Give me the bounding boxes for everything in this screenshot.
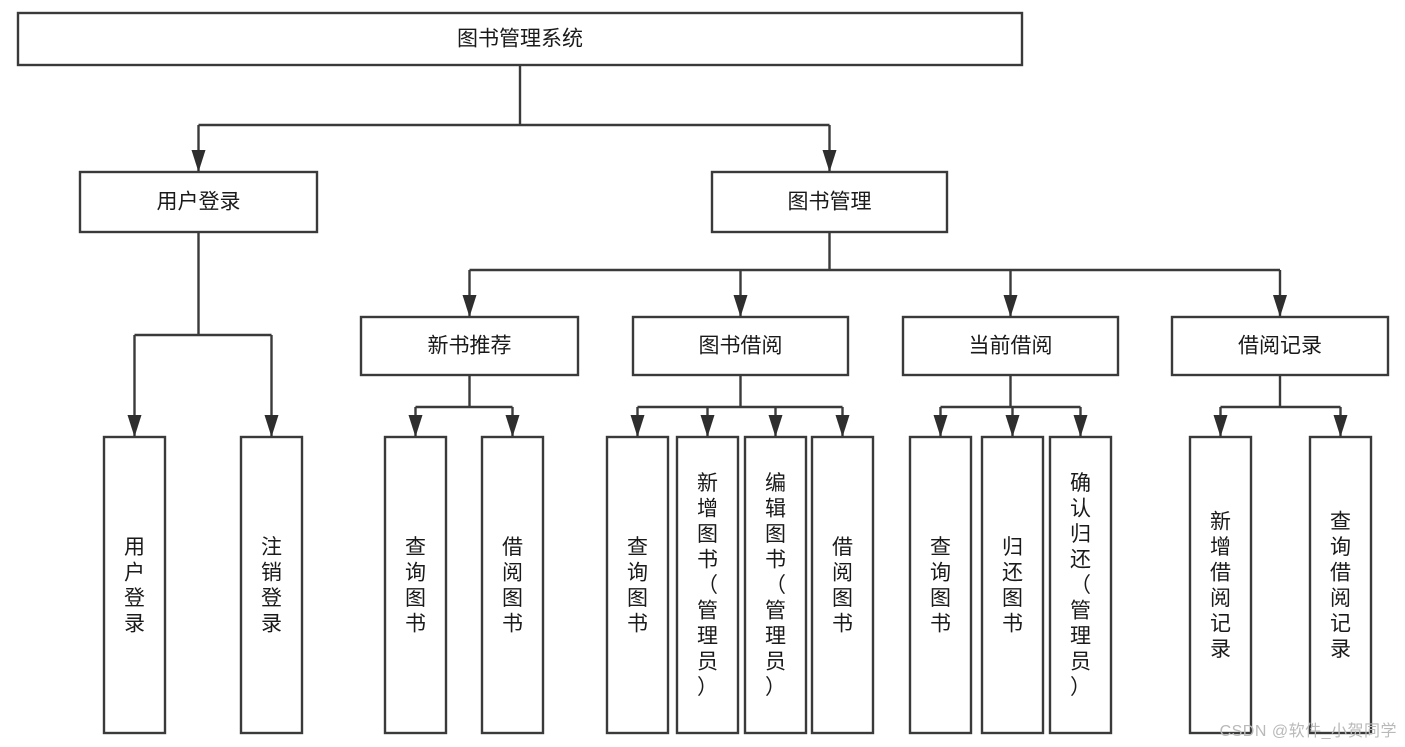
node-borrow-record-label: 借阅记录 bbox=[1238, 335, 1322, 358]
nodes-layer: 图书管理系统用户登录图书管理新书推荐图书借阅当前借阅借阅记录用户登录注销登录查询… bbox=[16, 11, 1390, 735]
node-new-book-recommend-box[interactable] bbox=[359, 315, 580, 377]
node-leaf-user-login-box[interactable] bbox=[102, 435, 167, 735]
node-leaf-query-book-2-label: 查询图书 bbox=[627, 536, 648, 636]
node-book-manage-box[interactable] bbox=[710, 170, 949, 234]
node-leaf-edit-book-label: 编辑图书（管理员） bbox=[765, 472, 786, 699]
node-root[interactable] bbox=[16, 11, 1024, 67]
node-leaf-query-book-3[interactable] bbox=[908, 435, 973, 735]
node-leaf-query-book-3-label: 查询图书 bbox=[930, 536, 951, 636]
node-root-box[interactable] bbox=[16, 11, 1024, 67]
node-leaf-add-record-box[interactable] bbox=[1188, 435, 1253, 735]
node-leaf-return-book[interactable] bbox=[980, 435, 1045, 735]
node-leaf-user-login[interactable] bbox=[102, 435, 167, 735]
node-leaf-query-book-1-box[interactable] bbox=[383, 435, 448, 735]
node-leaf-add-book-label: 新增图书（管理员） bbox=[697, 472, 718, 699]
node-leaf-user-logout[interactable] bbox=[239, 435, 304, 735]
node-new-book-recommend[interactable] bbox=[359, 315, 580, 377]
node-user-login[interactable] bbox=[78, 170, 319, 234]
node-leaf-query-book-3-box[interactable] bbox=[908, 435, 973, 735]
node-leaf-query-book-2-box[interactable] bbox=[605, 435, 670, 735]
node-root-label: 图书管理系统 bbox=[457, 28, 583, 51]
node-leaf-add-record-label: 新增借阅记录 bbox=[1210, 510, 1231, 661]
node-leaf-borrow-book-1-box[interactable] bbox=[480, 435, 545, 735]
node-leaf-confirm-return-label: 确认归还（管理员） bbox=[1070, 472, 1091, 699]
node-leaf-add-book-box[interactable] bbox=[675, 435, 740, 735]
node-leaf-query-book-2[interactable] bbox=[605, 435, 670, 735]
node-leaf-add-book[interactable] bbox=[675, 435, 740, 735]
node-leaf-borrow-book-1[interactable] bbox=[480, 435, 545, 735]
node-leaf-borrow-book-2-label: 借阅图书 bbox=[832, 536, 853, 636]
node-new-book-recommend-label: 新书推荐 bbox=[428, 335, 512, 358]
node-leaf-add-record[interactable] bbox=[1188, 435, 1253, 735]
node-leaf-query-record[interactable] bbox=[1308, 435, 1373, 735]
node-book-manage-label: 图书管理 bbox=[788, 191, 872, 214]
node-leaf-return-book-box[interactable] bbox=[980, 435, 1045, 735]
node-user-login-label: 用户登录 bbox=[157, 191, 241, 214]
node-book-borrow-label: 图书借阅 bbox=[699, 335, 783, 358]
node-leaf-confirm-return[interactable] bbox=[1048, 435, 1113, 735]
node-leaf-borrow-book-2[interactable] bbox=[810, 435, 875, 735]
node-leaf-user-login-label: 用户登录 bbox=[124, 536, 145, 636]
node-current-borrow-box[interactable] bbox=[901, 315, 1120, 377]
node-user-login-box[interactable] bbox=[78, 170, 319, 234]
node-leaf-return-book-label: 归还图书 bbox=[1002, 536, 1023, 636]
node-borrow-record[interactable] bbox=[1170, 315, 1390, 377]
node-book-borrow-box[interactable] bbox=[631, 315, 850, 377]
node-book-borrow[interactable] bbox=[631, 315, 850, 377]
node-leaf-query-record-label: 查询借阅记录 bbox=[1330, 510, 1351, 661]
node-current-borrow[interactable] bbox=[901, 315, 1120, 377]
node-leaf-user-logout-box[interactable] bbox=[239, 435, 304, 735]
node-leaf-query-record-box[interactable] bbox=[1308, 435, 1373, 735]
node-leaf-query-book-1[interactable] bbox=[383, 435, 448, 735]
csdn-watermark: CSDN @软件_小贺同学 bbox=[1219, 723, 1397, 740]
node-current-borrow-label: 当前借阅 bbox=[969, 335, 1053, 358]
node-leaf-borrow-book-1-label: 借阅图书 bbox=[502, 536, 523, 636]
node-borrow-record-box[interactable] bbox=[1170, 315, 1390, 377]
node-leaf-borrow-book-2-box[interactable] bbox=[810, 435, 875, 735]
node-leaf-query-book-1-label: 查询图书 bbox=[405, 536, 426, 636]
node-leaf-edit-book-box[interactable] bbox=[743, 435, 808, 735]
connectors-layer bbox=[133, 65, 1342, 437]
node-leaf-user-logout-label: 注销登录 bbox=[261, 536, 282, 636]
node-leaf-edit-book[interactable] bbox=[743, 435, 808, 735]
node-book-manage[interactable] bbox=[710, 170, 949, 234]
node-leaf-confirm-return-box[interactable] bbox=[1048, 435, 1113, 735]
arrowheads-layer bbox=[127, 150, 1348, 437]
